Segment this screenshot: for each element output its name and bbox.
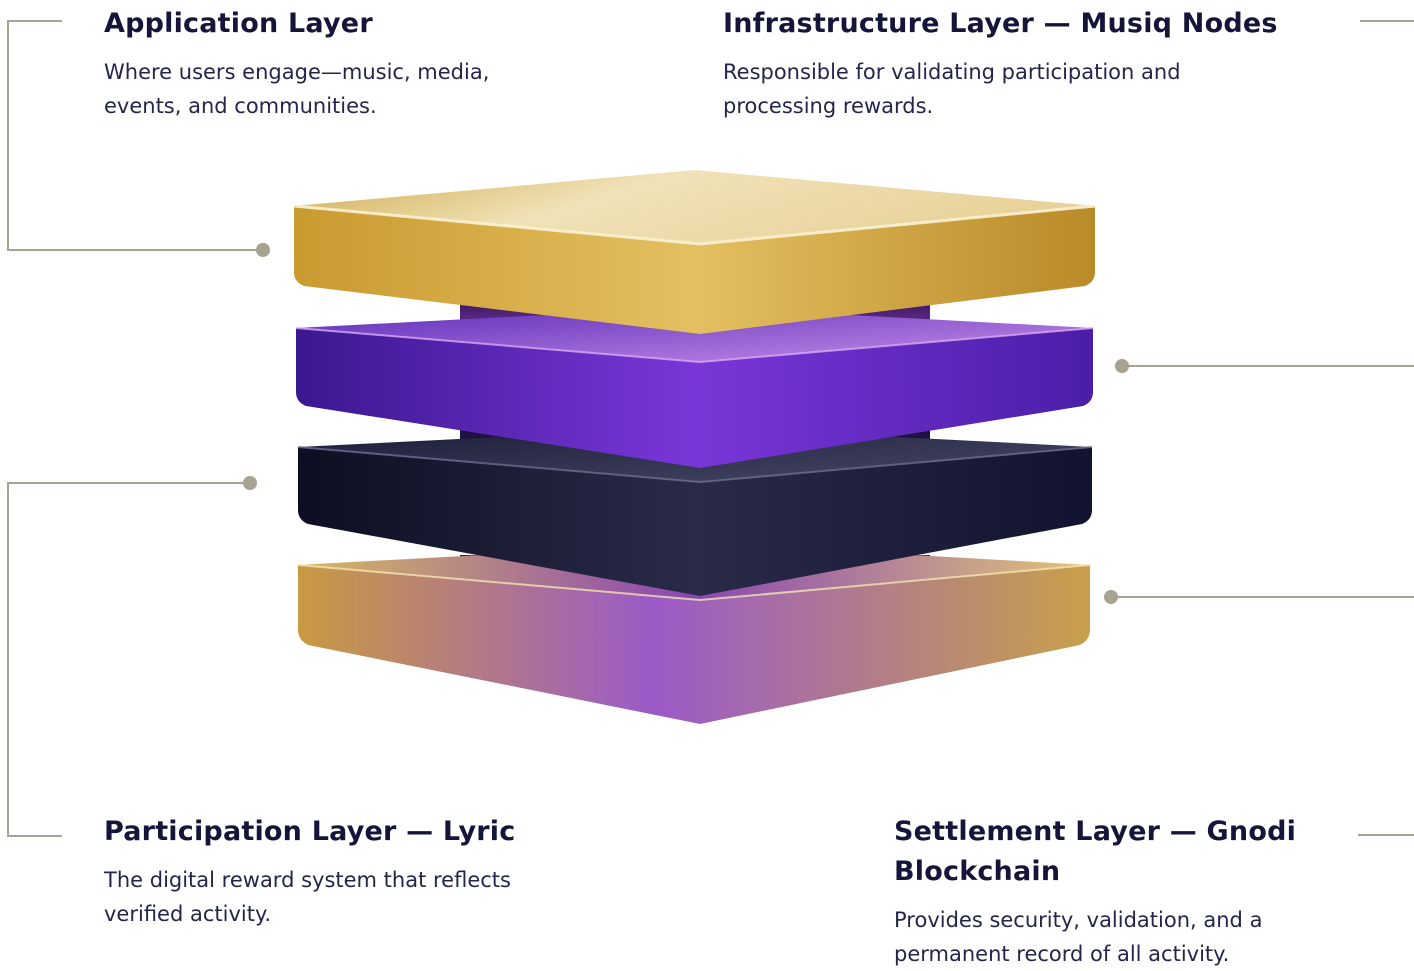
layer-title-participation: Participation Layer — Lyric bbox=[104, 816, 516, 847]
layer-title-application: Application Layer bbox=[104, 8, 373, 39]
layer-title-settlement: Settlement Layer — Gnodi Blockchain bbox=[894, 816, 1297, 887]
layer-desc-settlement: Provides security, validation, and a per… bbox=[894, 908, 1263, 966]
layer-card-settlement: Settlement Layer — Gnodi Blockchain Prov… bbox=[894, 812, 1364, 971]
layer-desc-infrastructure: Responsible for validating participation… bbox=[723, 60, 1181, 118]
layer-card-application: Application Layer Where users engage—mus… bbox=[104, 4, 664, 123]
layer-desc-application: Where users engage—music, media, events,… bbox=[104, 60, 490, 118]
connector-dot-participation bbox=[243, 476, 257, 490]
connector-participation bbox=[7, 482, 250, 837]
connector-dot-infrastructure bbox=[1115, 359, 1129, 373]
layer-card-infrastructure: Infrastructure Layer — Musiq Nodes Respo… bbox=[723, 4, 1343, 123]
connector-dot-settlement bbox=[1104, 590, 1118, 604]
layer-title-infrastructure: Infrastructure Layer — Musiq Nodes bbox=[723, 8, 1278, 39]
layer-card-participation: Participation Layer — Lyric The digital … bbox=[104, 812, 704, 931]
connector-dot-application bbox=[256, 243, 270, 257]
connector-application bbox=[7, 20, 262, 251]
slab-purple bbox=[295, 307, 1094, 468]
slab-gold bbox=[293, 170, 1096, 334]
layer-desc-participation: The digital reward system that reflects … bbox=[104, 868, 511, 926]
